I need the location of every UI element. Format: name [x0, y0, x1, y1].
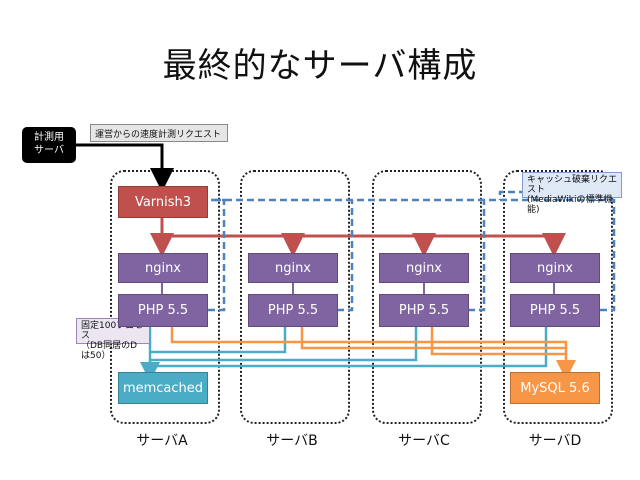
- server-c-container: [372, 170, 482, 424]
- process-note: 固定100プロセス （DB同居のDは50）: [76, 318, 150, 361]
- measure-request-arrow: [76, 143, 174, 192]
- varnish-node: Varnish3: [118, 186, 208, 218]
- measure-server-line1: 計測用: [34, 132, 64, 143]
- measure-server-box: 計測用 サーバ: [22, 127, 76, 163]
- measure-server-line2: サーバ: [34, 145, 64, 156]
- php-node-c: PHP 5.5: [379, 294, 469, 327]
- nginx-node-d: nginx: [510, 253, 600, 283]
- server-label-b: サーバB: [266, 433, 318, 449]
- varnish-distribution: [150, 218, 566, 257]
- purge-note-line2: (MediaWikiの標準機能): [527, 195, 613, 215]
- nginx-php-connectors: [161, 283, 555, 294]
- purge-request-paths: [208, 190, 616, 312]
- server-d-container: [503, 170, 613, 424]
- server-label-a: サーバA: [136, 433, 188, 449]
- nginx-node-c: nginx: [379, 253, 469, 283]
- server-b-container: [240, 170, 350, 424]
- process-note-line2: （DB同居のDは50）: [81, 341, 138, 361]
- mysql-connections: [170, 327, 576, 380]
- server-label-c: サーバC: [398, 433, 450, 449]
- memcached-connections: [140, 327, 548, 382]
- nginx-node-b: nginx: [248, 253, 338, 283]
- php-node-b: PHP 5.5: [248, 294, 338, 327]
- process-note-line1: 固定100プロセス: [81, 321, 144, 341]
- page-title: 最終的なサーバ構成: [162, 46, 478, 86]
- php-node-d: PHP 5.5: [510, 294, 600, 327]
- server-label-d: サーバD: [528, 433, 582, 449]
- mysql-node: MySQL 5.6: [510, 372, 600, 404]
- purge-request-note: キャッシュ破棄リクエスト (MediaWikiの標準機能): [522, 172, 622, 215]
- php-node-a: PHP 5.5: [118, 294, 208, 327]
- memcached-node: memcached: [118, 372, 208, 404]
- measure-request-note: 運営からの速度計測リクエスト: [90, 124, 228, 142]
- purge-note-line1: キャッシュ破棄リクエスト: [527, 175, 618, 195]
- nginx-node-a: nginx: [118, 253, 208, 283]
